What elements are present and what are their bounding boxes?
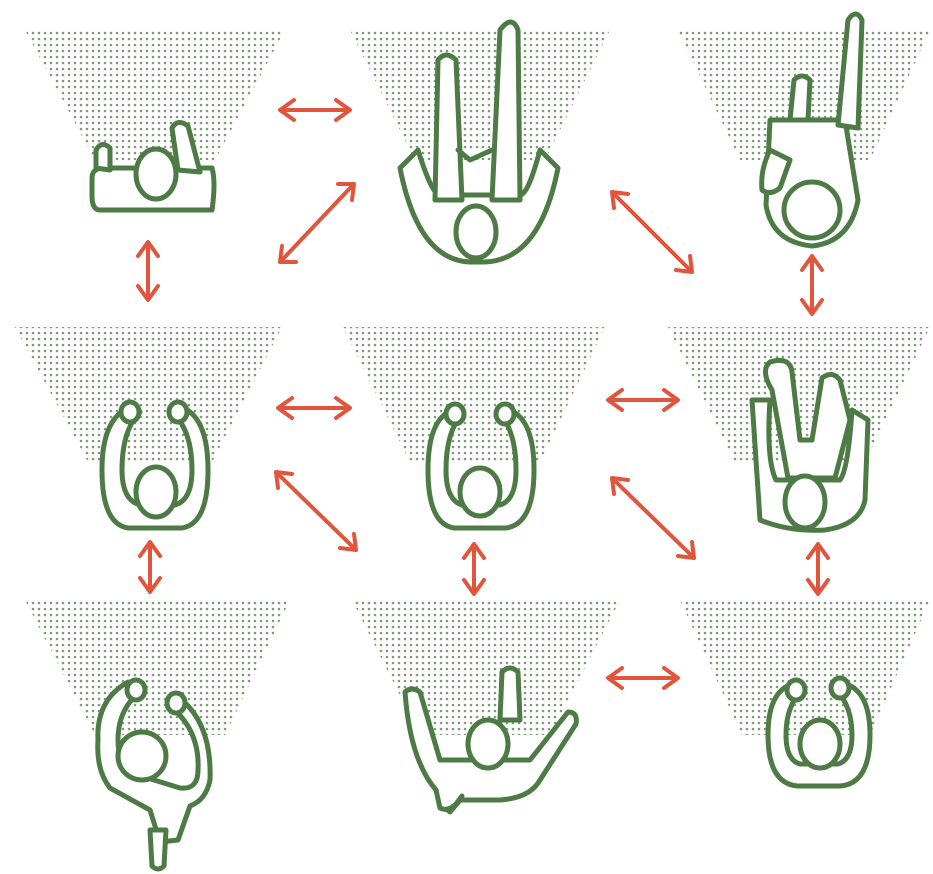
view-cone-top-center — [350, 30, 610, 160]
view-cone-bottom-center — [352, 600, 620, 735]
arrow-middle-center-bottom-right — [612, 478, 694, 558]
view-cone-bottom-left — [25, 600, 290, 735]
arrow-middle-left-bottom-center — [276, 472, 356, 550]
arrow-top-left-top-center — [280, 100, 350, 120]
arrow-bottom-center-bottom-right — [608, 668, 678, 688]
arrow-middle-left-middle-center — [278, 398, 350, 418]
arrow-middle-center-bottom-center — [464, 544, 484, 594]
view-cone-middle-left — [15, 327, 282, 462]
arrow-top-right-middle-right — [802, 256, 822, 314]
arrow-middle-right-bottom-right — [808, 544, 828, 594]
arrow-middle-center-middle-right — [608, 390, 678, 410]
arrow-top-center-middle-right — [612, 192, 692, 272]
arrow-middle-left-bottom-left — [140, 542, 160, 592]
view-cone-bottom-right — [680, 600, 930, 735]
view-cone-top-left — [25, 30, 285, 160]
arrow-top-left-middle-left — [138, 242, 158, 300]
view-cone-middle-center — [343, 327, 605, 462]
arrow-top-center-middle-left — [280, 184, 354, 262]
